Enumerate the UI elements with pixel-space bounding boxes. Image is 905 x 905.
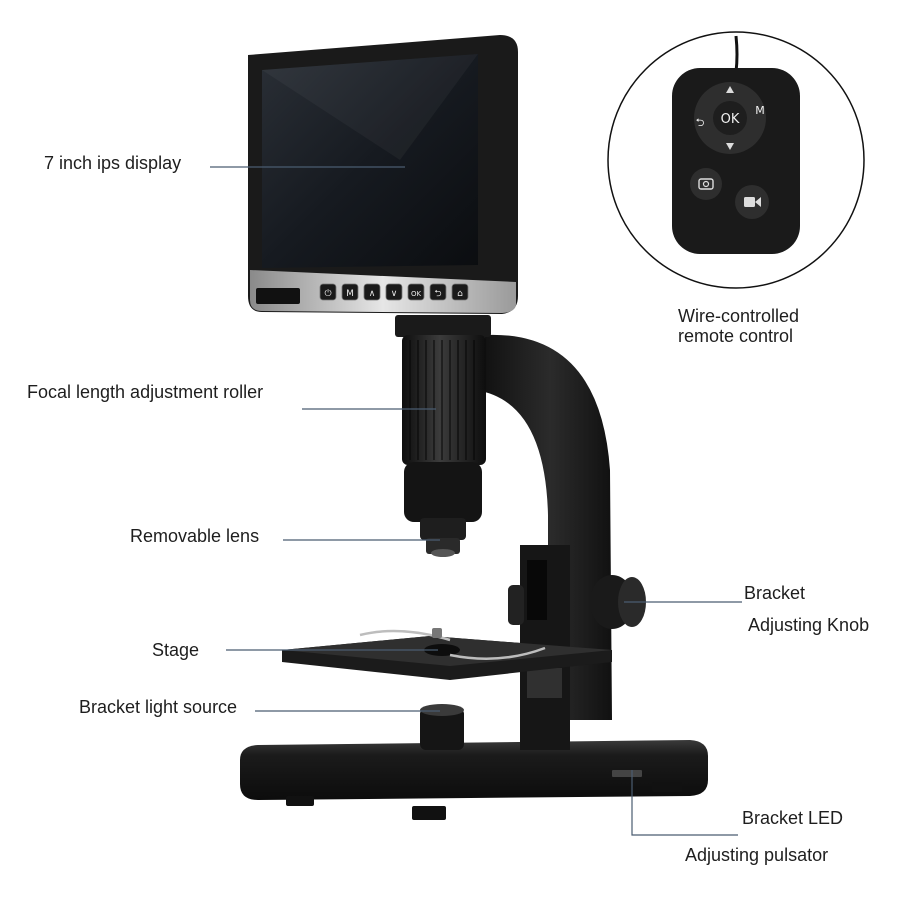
label-stage: Stage [152, 640, 200, 660]
display-button-glyph-4: OK [411, 290, 422, 298]
display-button-glyph-3: ∨ [391, 289, 398, 299]
display-button-glyph-6: ⌂ [457, 289, 463, 299]
focus-roller [395, 315, 491, 522]
stage-plate [282, 628, 612, 680]
display-button-0 [319, 283, 337, 301]
remote-down-arrow-icon [726, 143, 734, 150]
removable-lens [420, 518, 466, 557]
remote-ok-button [713, 101, 747, 135]
display-button-glyph-2: ∧ [369, 289, 376, 299]
display-button-row: ⏻ M ∧ ∨ OK ⮌ ⌂ [319, 283, 469, 301]
display-button-1 [341, 283, 359, 301]
bracket-light-source [420, 704, 464, 750]
label-roller: Focal length adjustment roller [27, 382, 264, 402]
remote-photo-button [690, 168, 722, 200]
video-icon [744, 197, 755, 207]
display-button-glyph-0: ⏻ [324, 288, 331, 299]
remote-back-icon: ⮌ [696, 116, 705, 129]
label-lens: Removable lens [130, 526, 260, 546]
microscope-arm [475, 334, 612, 750]
label-knob-line2: Adjusting Knob [748, 615, 870, 635]
display-button-6 [451, 283, 469, 301]
label-light-source: Bracket light source [79, 697, 238, 717]
camera-icon [698, 178, 714, 190]
display-button-2 [363, 283, 381, 301]
label-led-line1: Bracket LED [742, 808, 844, 828]
display-button-glyph-1: M [346, 289, 354, 299]
remote-mode-label: M [755, 104, 765, 117]
leader-lines [210, 166, 742, 836]
label-display: 7 inch ips display [44, 153, 182, 173]
remote-up-arrow-icon [726, 86, 734, 93]
microscope-base [240, 740, 708, 820]
label-remote-line2: remote control [678, 326, 794, 346]
remote-ok-label: OK [721, 112, 740, 127]
display-button-glyph-5: ⮌ [434, 289, 441, 299]
bracket-knob [590, 575, 646, 629]
label-remote-line1: Wire-controlled [678, 306, 800, 326]
remote-control-callout: OK M ⮌ [607, 31, 865, 289]
label-led-line2: Adjusting pulsator [685, 845, 829, 865]
ips-display-housing [248, 35, 518, 314]
leader-led [631, 770, 738, 836]
display-button-5 [429, 283, 447, 301]
display-button-4 [407, 283, 425, 301]
display-button-3 [385, 283, 403, 301]
label-knob-line1: Bracket [744, 583, 806, 603]
